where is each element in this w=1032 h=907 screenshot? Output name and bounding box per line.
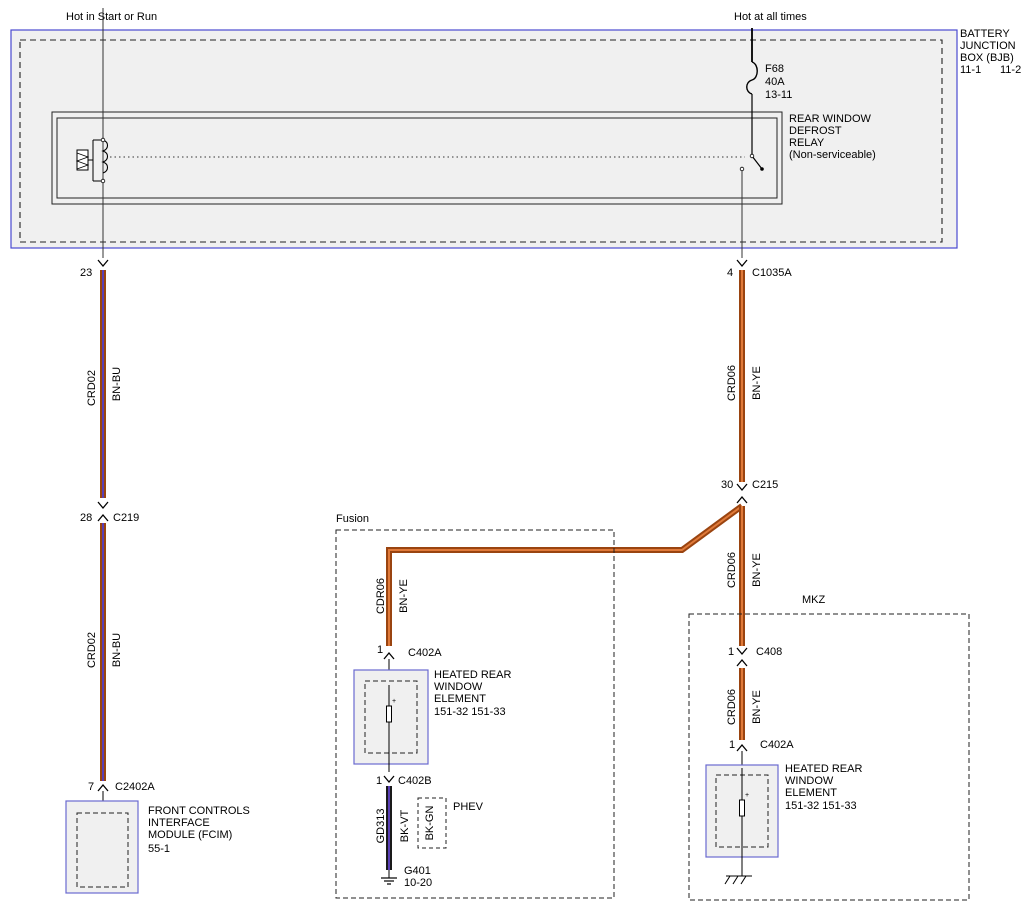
chassis-ground-icon bbox=[724, 875, 752, 885]
wire-crd06-middle bbox=[739, 506, 745, 646]
bjb-ref-b: 11-2 bbox=[1000, 64, 1021, 76]
relay-label-line4: (Non-serviceable) bbox=[789, 149, 876, 161]
connector-c408-icon bbox=[736, 647, 748, 667]
mkz-title: MKZ bbox=[802, 594, 826, 606]
connector-c219-label: C219 bbox=[113, 512, 139, 524]
phev-variant-box bbox=[417, 797, 447, 849]
fcim-label-line1: FRONT CONTROLS bbox=[148, 805, 250, 817]
bjb-label-line1: BATTERY bbox=[960, 28, 1010, 40]
right-pin-c215: 30 bbox=[721, 479, 733, 491]
right-seg1-circuit: CRD06 bbox=[726, 365, 738, 401]
mkz-heated-element: + bbox=[705, 764, 779, 876]
wire-crd06-upper bbox=[739, 270, 745, 482]
phev-wire-color: BK-GN bbox=[424, 806, 436, 841]
left-seg1-color: BN-BU bbox=[111, 367, 123, 401]
fusion-element-plus-icon: + bbox=[392, 698, 396, 705]
right-seg2-color: BN-YE bbox=[751, 553, 763, 587]
relay-switch-icon bbox=[739, 153, 764, 258]
fusion-title: Fusion bbox=[336, 513, 369, 525]
mkz-element-plus-icon: + bbox=[745, 792, 749, 799]
right-seg3-color: BN-YE bbox=[751, 690, 763, 724]
right-pin-c402a: 1 bbox=[729, 739, 735, 751]
connector-fusion-c402a-label: C402A bbox=[408, 647, 442, 659]
relay-label-line3: RELAY bbox=[789, 137, 825, 149]
fusion-pin-c402a: 1 bbox=[377, 644, 383, 656]
fusion-heated-element: + bbox=[353, 669, 429, 772]
relay-coil-icon bbox=[75, 137, 109, 184]
mkz-element-line1: HEATED REAR bbox=[785, 763, 862, 775]
connector-c215-label: C215 bbox=[752, 479, 778, 491]
bjb-ref-a: 11-1 bbox=[960, 64, 981, 76]
connector-c402b-label: C402B bbox=[398, 775, 432, 787]
wire-crd02-lower bbox=[100, 523, 106, 781]
fcim-label-line2: INTERFACE bbox=[148, 817, 210, 829]
battery-junction-box bbox=[10, 29, 958, 249]
hot-all-times-label: Hot at all times bbox=[734, 11, 807, 23]
fusion-element-ref: 151-32 151-33 bbox=[434, 706, 506, 718]
relay-label-line2: DEFROST bbox=[789, 125, 842, 137]
left-seg1-circuit: CRD02 bbox=[86, 370, 98, 406]
fusion-element-line2: WINDOW bbox=[434, 681, 483, 693]
fusion-element-line1: HEATED REAR bbox=[434, 669, 511, 681]
connector-c215-icon bbox=[736, 483, 748, 504]
right-seg3-circuit: CRD06 bbox=[726, 689, 738, 725]
connector-c219-icon bbox=[97, 501, 109, 522]
mkz-region bbox=[688, 613, 970, 901]
left-seg2-color: BN-BU bbox=[111, 633, 123, 667]
right-seg2-circuit: CRD06 bbox=[726, 552, 738, 588]
fusion-pin-c402b: 1 bbox=[376, 775, 382, 787]
left-connector-bjb bbox=[97, 259, 109, 268]
bjb-label-line3: BOX (BJB) bbox=[960, 52, 1014, 64]
fusion-element-line3: ELEMENT bbox=[434, 693, 486, 705]
wire-gd313-ground bbox=[386, 786, 392, 870]
connector-c2402a-label: C2402A bbox=[115, 781, 155, 793]
wire-crd02-upper bbox=[100, 270, 106, 498]
fcim-module bbox=[65, 800, 139, 894]
mkz-element-resistor-icon bbox=[739, 799, 745, 817]
fuse-name: F68 bbox=[765, 63, 784, 75]
fuse-rating: 40A bbox=[765, 76, 785, 88]
fusion-region bbox=[335, 529, 615, 899]
fusion-wire-color: BN-YE bbox=[398, 579, 410, 613]
bjb-label: BATTERY JUNCTION BOX (BJB) 11-1 11-2 bbox=[960, 28, 1021, 76]
relay-label-line1: REAR WINDOW bbox=[789, 113, 872, 125]
left-pin-bjb: 23 bbox=[80, 267, 92, 279]
left-pin-module: 7 bbox=[88, 781, 94, 793]
fuse-f68-icon bbox=[746, 61, 758, 95]
fusion-wire-circuit: CDR06 bbox=[375, 578, 387, 614]
right-pin-c408: 1 bbox=[728, 646, 734, 658]
fcim-label-line3: MODULE (FCIM) bbox=[148, 829, 232, 841]
connector-c1035a-label: C1035A bbox=[752, 267, 792, 279]
left-seg2-circuit: CRD02 bbox=[86, 632, 98, 668]
right-pin-bjb: 4 bbox=[727, 267, 733, 279]
mkz-element-line2: WINDOW bbox=[785, 775, 834, 787]
hot-start-run-label: Hot in Start or Run bbox=[66, 11, 157, 23]
connector-c408-label: C408 bbox=[756, 646, 782, 658]
relay-label: REAR WINDOW DEFROST RELAY (Non-serviceab… bbox=[789, 113, 876, 161]
fusion-ground-color: BK-VT bbox=[399, 810, 411, 843]
ground-g401-icon bbox=[381, 870, 397, 885]
fusion-ground-circuit: GD313 bbox=[375, 809, 387, 844]
right-connector-bjb bbox=[736, 259, 748, 268]
ground-g401-label: G401 bbox=[404, 865, 431, 877]
connector-c402b-icon bbox=[383, 775, 395, 784]
mkz-element-ref: 151-32 151-33 bbox=[785, 800, 857, 812]
mkz-element-line3: ELEMENT bbox=[785, 787, 837, 799]
right-seg1-color: BN-YE bbox=[751, 366, 763, 400]
ground-g401-ref: 10-20 bbox=[404, 877, 432, 889]
fusion-element-resistor-icon bbox=[386, 705, 392, 723]
bjb-label-line2: JUNCTION bbox=[960, 40, 1016, 52]
fuse-ref: 13-11 bbox=[765, 89, 792, 101]
connector-mkz-c402a-label: C402A bbox=[760, 739, 794, 751]
left-pin-c219: 28 bbox=[80, 512, 92, 524]
wire-crd06-lower bbox=[739, 668, 745, 740]
wire-cdr06-branch-fusion bbox=[386, 503, 744, 646]
phev-label: PHEV bbox=[453, 801, 484, 813]
fcim-ref: 55-1 bbox=[148, 843, 170, 855]
